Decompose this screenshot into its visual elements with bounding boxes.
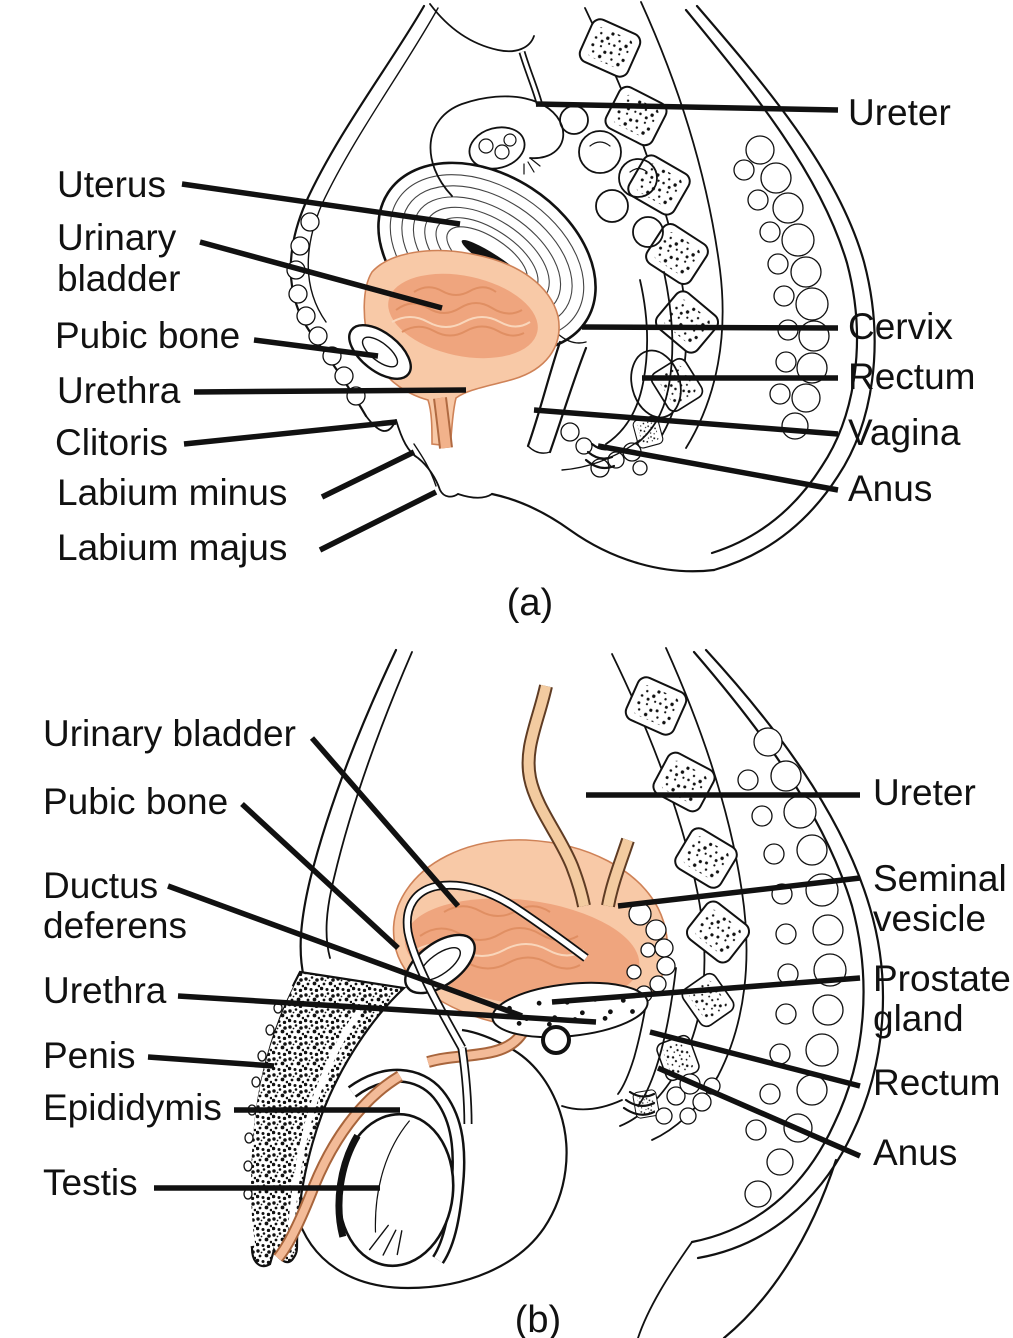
- label-seminal-vesicle-line2: vesicle: [873, 898, 986, 939]
- label-ductus-deferens-line1: Ductus: [43, 865, 158, 906]
- panel-b-ureter-tubes: [521, 684, 635, 908]
- panel-a-labels: Uterus Urinary bladder Pubic bone Urethr…: [55, 92, 975, 624]
- label-prostate-gland-line2: gland: [873, 998, 964, 1039]
- leader-a-cervix: [581, 324, 839, 331]
- panel-a-back-fat: [733, 135, 830, 440]
- label-urethra: Urethra: [57, 370, 181, 411]
- label-labium-minus: Labium minus: [57, 472, 287, 513]
- label-b-pubic-bone: Pubic bone: [43, 781, 228, 822]
- panel-a-illustration: [286, 1, 876, 573]
- label-vagina: Vagina: [848, 412, 961, 453]
- label-epididymis: Epididymis: [43, 1087, 222, 1128]
- label-pubic-bone: Pubic bone: [55, 315, 240, 356]
- panel-b-illustration: [243, 647, 885, 1338]
- label-b-rectum: Rectum: [873, 1062, 1000, 1103]
- panel-a-leader-lines: [181, 101, 839, 553]
- label-a-ureter: Ureter: [848, 92, 951, 133]
- panel-b-labels: Urinary bladder Pubic bone Ductus defere…: [43, 713, 1011, 1338]
- label-penis: Penis: [43, 1035, 136, 1076]
- panel-a-spine: [578, 1, 724, 449]
- leader-a-vagina: [533, 407, 839, 437]
- label-urinary-bladder-line1: Urinary: [57, 217, 177, 258]
- leader-a-uterus: [181, 181, 461, 227]
- label-testis: Testis: [43, 1162, 138, 1203]
- leader-a-labium-minus: [320, 449, 416, 500]
- panel-a-colon: [559, 105, 664, 248]
- label-b-urethra: Urethra: [43, 970, 167, 1011]
- panel-a-pubic-bone: [348, 324, 412, 380]
- leader-b-anus: [656, 1065, 862, 1159]
- leader-a-clitoris: [183, 419, 397, 447]
- panel-b-leader-lines: [147, 736, 862, 1191]
- panel-a-body-outline: [289, 3, 876, 573]
- panel-b-testis: [335, 1112, 455, 1268]
- leader-b-seminal-vesicle: [617, 875, 861, 909]
- leader-b-ductus-deferens: [167, 883, 523, 1019]
- leader-b-pubic-bone: [240, 801, 400, 951]
- label-prostate-gland-line1: Prostate: [873, 958, 1011, 999]
- label-labium-majus: Labium majus: [57, 527, 287, 568]
- panel-b-back-fat: [737, 727, 847, 1208]
- leader-b-prostate-gland: [551, 975, 861, 1005]
- label-a-rectum: Rectum: [848, 356, 975, 397]
- label-ductus-deferens-line2: deferens: [43, 905, 187, 946]
- leader-a-pubic-bone: [253, 337, 379, 359]
- panel-a-vagina: [526, 333, 588, 454]
- label-cervix: Cervix: [848, 306, 953, 347]
- label-b-anus: Anus: [873, 1132, 957, 1173]
- label-seminal-vesicle-line1: Seminal: [873, 858, 1007, 899]
- leader-a-urinary-bladder: [199, 239, 443, 311]
- panel-a-caption: (a): [507, 582, 553, 624]
- panel-b-bulbourethral-gland: [541, 1025, 571, 1055]
- leader-a-urethra: [193, 387, 467, 395]
- leader-a-ureter: [535, 101, 839, 113]
- leader-b-urinary-bladder: [309, 736, 461, 908]
- panel-b-caption: (b): [515, 1299, 561, 1338]
- label-urinary-bladder-line2: bladder: [57, 258, 180, 299]
- leader-b-rectum: [649, 1029, 861, 1089]
- leader-b-urethra: [177, 993, 597, 1025]
- label-b-urinary-bladder: Urinary bladder: [43, 713, 296, 754]
- panel-b-body-outline: [299, 648, 885, 1338]
- leader-a-labium-majus: [318, 489, 438, 553]
- label-uterus: Uterus: [57, 164, 166, 205]
- label-b-ureter: Ureter: [873, 772, 976, 813]
- panel-a-ovary-tube: [429, 95, 565, 197]
- label-clitoris: Clitoris: [55, 422, 168, 463]
- leader-a-anus: [597, 443, 839, 493]
- leader-b-penis: [147, 1054, 275, 1069]
- label-a-anus: Anus: [848, 468, 932, 509]
